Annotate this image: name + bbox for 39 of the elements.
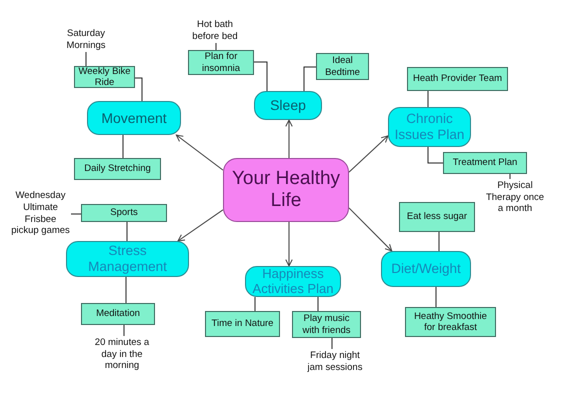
arrow — [285, 222, 293, 266]
arrow — [176, 134, 224, 171]
topic-box: Diet/Weight — [381, 251, 471, 287]
note-text: Physical Therapy once a month — [484, 179, 546, 216]
item-box: Time in Nature — [205, 311, 280, 337]
item-box: Treatment Plan — [443, 152, 527, 174]
central-topic-box: Your Healthy Life — [223, 158, 349, 222]
connector-line — [438, 232, 440, 252]
connector-line — [254, 296, 256, 312]
item-box: Plan for insomnia — [188, 50, 254, 75]
item-box: Weekly Bike Ride — [74, 66, 135, 88]
note-text: Friday night jam sessions — [303, 349, 367, 374]
item-box: Ideal Bedtime — [316, 53, 369, 80]
arrow — [177, 209, 224, 242]
topic-box: Movement — [87, 101, 181, 135]
item-box: Heath Provider Team — [407, 67, 508, 91]
connector-line — [134, 78, 142, 102]
connector-line — [122, 134, 124, 158]
connector-line — [254, 62, 268, 92]
note-text: Wednesday Ultimate Frisbee pickup games — [10, 189, 71, 238]
note-text: Saturday Mornings — [60, 27, 112, 52]
note-text: Hot bath before bed — [188, 18, 242, 43]
connector-line — [126, 222, 128, 242]
arrow — [348, 135, 388, 173]
item-box: Eat less sugar — [399, 202, 475, 232]
topic-box: Stress Management — [66, 241, 189, 277]
item-box: Meditation — [81, 303, 155, 325]
connector-line — [304, 66, 316, 92]
topic-box: Sleep — [254, 91, 322, 120]
connector-line — [428, 146, 444, 164]
note-text: 20 minutes a day in the morning — [90, 336, 154, 373]
item-box: Play music with friends — [292, 311, 361, 338]
item-box: Daily Stretching — [74, 158, 161, 180]
arrow — [348, 207, 392, 252]
item-box: Sports — [81, 204, 167, 222]
topic-box: Happiness Activities Plan — [245, 266, 341, 297]
arrow — [285, 120, 293, 158]
item-box: Heathy Smoothie for breakfast — [405, 307, 496, 337]
topic-box: Chronic Issues Plan — [388, 107, 471, 147]
